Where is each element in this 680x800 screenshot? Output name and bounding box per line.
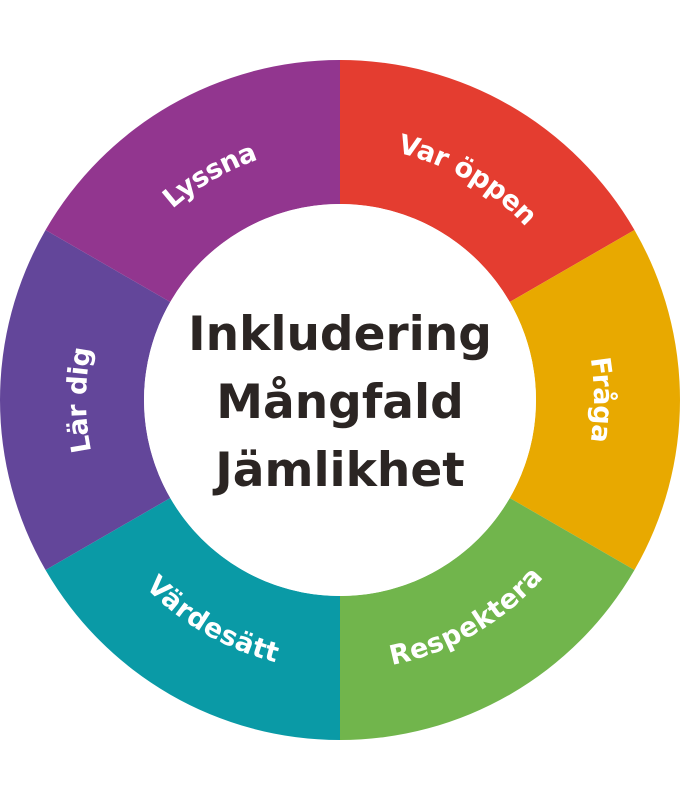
center-line-jamlikhet: Jämlikhet <box>212 443 464 498</box>
segment-respektera <box>340 498 635 740</box>
segment-lyssna <box>45 60 340 302</box>
center-hub <box>144 204 536 596</box>
segment-label-text-fraga: Fråga <box>584 355 619 445</box>
segment-label-text-lar-dig: Lär dig <box>61 345 97 456</box>
segment-fraga <box>509 230 680 570</box>
segment-label-fraga: Fråga <box>584 355 619 445</box>
segment-lar-dig <box>0 230 171 570</box>
center-text: Inkludering Mångfald Jämlikhet <box>188 307 492 498</box>
center-line-mangfald: Mångfald <box>216 375 464 430</box>
center-line-inkludering: Inkludering <box>188 307 492 362</box>
segment-vardesatt <box>45 498 340 740</box>
segment-label-lar-dig: Lär dig <box>61 345 97 456</box>
segments-layer <box>0 60 680 740</box>
segment-var-oppen <box>340 60 635 302</box>
